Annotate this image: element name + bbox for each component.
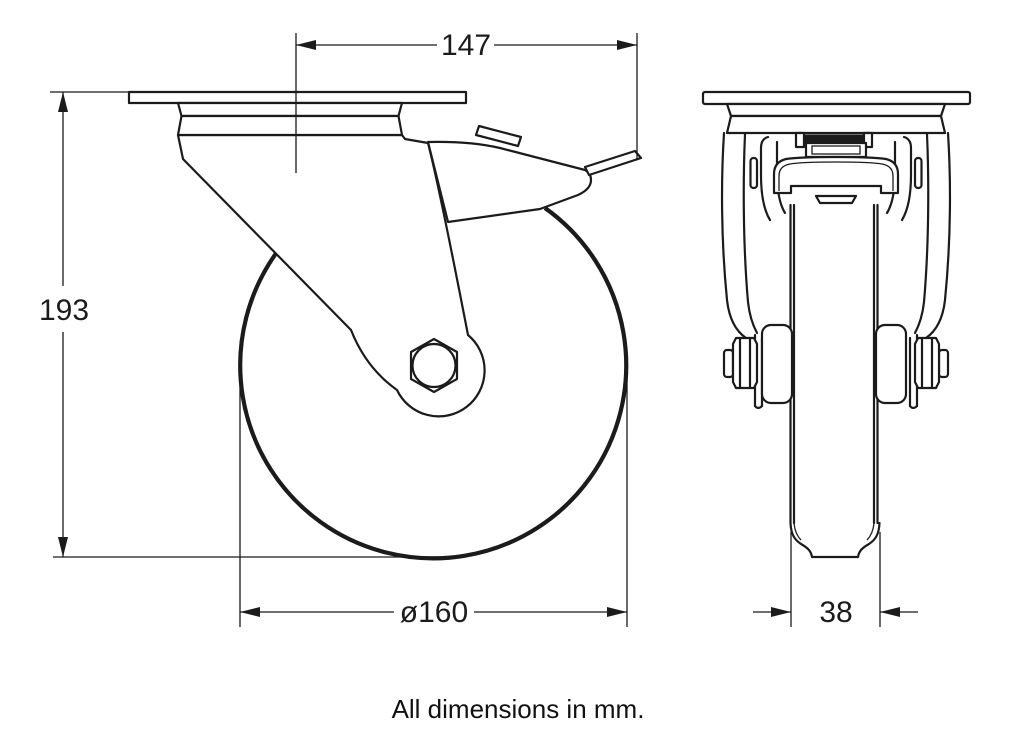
axle-hex-nut	[409, 337, 459, 394]
dim-label-diameter-160: ø160	[400, 596, 468, 629]
brake-cover-inner	[778, 161, 894, 191]
units-note: All dimensions in mm.	[392, 694, 645, 724]
swivel-ring-front	[725, 114, 947, 135]
kingpin-tab-right	[862, 131, 874, 149]
front-wheel-tread-bottom	[789, 521, 881, 559]
dim-label-147: 147	[441, 29, 491, 62]
front-wheel	[789, 203, 881, 559]
top-plate-front	[701, 90, 972, 106]
hub-cap-left	[760, 323, 794, 405]
kingpin-bar	[801, 134, 866, 144]
kingpin-tab-left	[794, 131, 806, 149]
dim-label-193: 193	[39, 294, 89, 327]
axle-nut-chamfer-circle	[411, 342, 457, 389]
dimension-147: 147	[295, 29, 638, 173]
brake-pedal-tab	[474, 124, 523, 148]
dimension-193: 193	[39, 91, 129, 557]
axle-nut-left	[722, 336, 759, 390]
top-plate-side	[127, 90, 468, 105]
brake-cover-front	[772, 155, 900, 195]
kingpin-body-inner	[811, 145, 861, 155]
dimension-diameter-160: ø160	[239, 366, 628, 629]
castor-side-view	[53, 90, 643, 561]
brake-lever	[583, 149, 643, 177]
dimension-38: 38	[753, 532, 918, 629]
hub-cap-right	[874, 323, 908, 405]
side-wheel-outline	[238, 206, 629, 561]
brake-housing	[426, 140, 593, 224]
swivel-cone-side	[176, 101, 404, 118]
swivel-ring-side	[176, 114, 404, 137]
kingpin-body	[804, 141, 868, 159]
axle-nut-right	[913, 336, 950, 390]
brake-pad-front	[814, 194, 858, 205]
side-fork	[176, 133, 486, 418]
dim-label-38: 38	[819, 596, 852, 629]
swivel-cone-front	[725, 102, 947, 118]
castor-front-view	[701, 90, 972, 559]
